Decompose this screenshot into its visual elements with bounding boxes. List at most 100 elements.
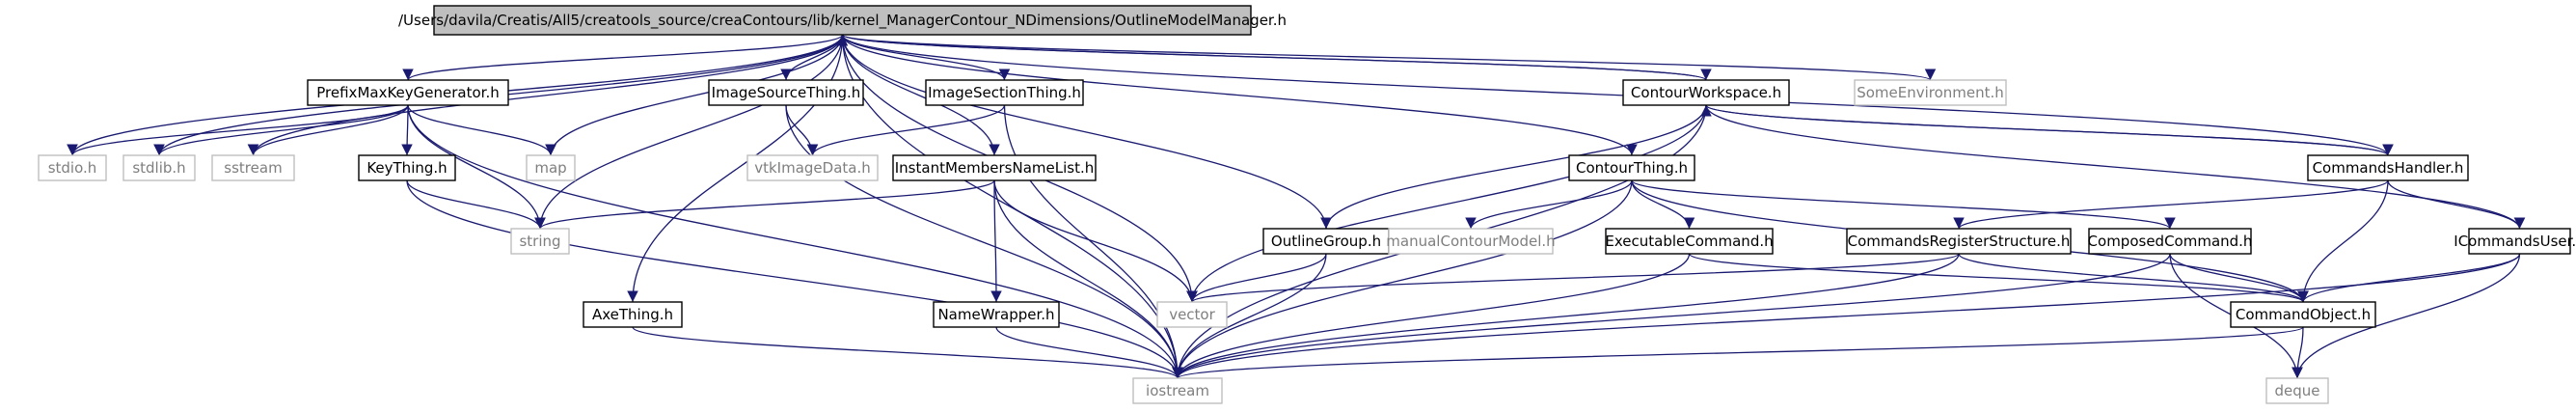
node-box bbox=[1262, 228, 1390, 255]
node-icommandsuser-h[interactable]: ICommandsUser.h bbox=[2454, 228, 2576, 255]
node-label: ContourWorkspace.h bbox=[1631, 84, 1781, 101]
node-imagesourcething-h[interactable]: ImageSourceThing.h bbox=[708, 79, 864, 106]
edge-contourthing-to-executable bbox=[1631, 179, 1695, 230]
node-label: SomeEnvironment.h bbox=[1857, 84, 2004, 101]
edge-commandsregister-to-commandobject bbox=[1958, 253, 2309, 303]
edge-keything-to-string bbox=[406, 179, 546, 230]
node-contourthing-h[interactable]: ContourThing.h bbox=[1568, 154, 1695, 181]
node-commandobject-h[interactable]: CommandObject.h bbox=[2230, 301, 2376, 328]
node-label: stdlib.h bbox=[132, 159, 185, 177]
node-box bbox=[526, 154, 576, 181]
node-box bbox=[1156, 301, 1228, 328]
node-box bbox=[2468, 228, 2571, 255]
node-vector: vector bbox=[1156, 301, 1228, 328]
node-iostream: iostream bbox=[1132, 377, 1223, 404]
node-label: deque bbox=[2274, 382, 2319, 399]
node-box bbox=[510, 228, 570, 255]
edge-axething-to-iostream bbox=[632, 326, 1183, 379]
edge-commandobject-to-deque bbox=[2291, 326, 2304, 379]
edge-imagesource-to-iostream bbox=[785, 104, 1183, 379]
node-outlinegroup-h[interactable]: OutlineGroup.h bbox=[1262, 228, 1390, 255]
node-prefixmaxkeygenerator-h[interactable]: PrefixMaxKeyGenerator.h bbox=[307, 79, 509, 106]
edge-main-to-contourthing bbox=[841, 34, 1638, 156]
node-label: ComposedCommand.h bbox=[2088, 233, 2253, 250]
node-label: map bbox=[534, 159, 566, 177]
dependency-edges bbox=[67, 34, 2526, 379]
edge-instantmembers-to-vector bbox=[993, 179, 1198, 303]
edge-prefix-to-stdlib bbox=[153, 104, 409, 156]
edge-instantmembers-to-string bbox=[534, 179, 995, 230]
node-string: string bbox=[510, 228, 570, 255]
edge-imagesource-to-vtkimagedata bbox=[785, 104, 819, 156]
node-label: vtkImageData.h bbox=[754, 159, 871, 177]
edge-main-to-string bbox=[534, 34, 844, 230]
node-instantmembersnamelist-h[interactable]: InstantMembersNameList.h bbox=[892, 154, 1097, 181]
edge-instantmembers-to-namewrapper bbox=[990, 179, 1002, 303]
node-label: KeyThing.h bbox=[366, 159, 447, 177]
edge-contourthing-to-iostream bbox=[1172, 179, 1633, 379]
node-box bbox=[925, 79, 1084, 106]
node-label: stdio.h bbox=[48, 159, 97, 177]
edge-contourthing-to-composed bbox=[1631, 179, 2176, 230]
edge-prefix-to-keything bbox=[401, 104, 413, 156]
edge-commandshandler-to-commandobject bbox=[2297, 179, 2389, 303]
node-someenvironment-h: SomeEnvironment.h bbox=[1854, 79, 2007, 106]
edge-commandsregister-to-vector bbox=[1186, 253, 1960, 303]
node-vtkimagedata-h: vtkImageData.h bbox=[746, 154, 879, 181]
edge-prefix-to-iostream bbox=[407, 104, 1183, 379]
node-label: CommandsRegisterStructure.h bbox=[1848, 233, 2071, 250]
node-label: AxeThing.h bbox=[592, 306, 673, 323]
node-box bbox=[307, 79, 509, 106]
node-box bbox=[892, 154, 1097, 181]
node-label: ContourThing.h bbox=[1576, 159, 1688, 177]
node-box bbox=[933, 301, 1060, 328]
edge-main-to-prefix bbox=[402, 34, 844, 81]
edge-main-to-map bbox=[545, 34, 844, 156]
node-box bbox=[433, 5, 1252, 36]
node-label: string bbox=[519, 233, 560, 250]
node-imagesectionthing-h[interactable]: ImageSectionThing.h bbox=[925, 79, 1084, 106]
edge-prefix-to-map bbox=[407, 104, 556, 156]
node-label: CommandsHandler.h bbox=[2313, 159, 2464, 177]
node-box bbox=[38, 154, 107, 181]
node-label: PrefixMaxKeyGenerator.h bbox=[316, 84, 499, 101]
edge-outlinegroup-to-vector bbox=[1186, 253, 1327, 303]
edge-commandsregister-to-iostream bbox=[1172, 253, 1960, 379]
edge-main-to-sstream bbox=[247, 34, 844, 156]
node-box bbox=[1132, 377, 1223, 404]
edge-contourws-to-outlinegroup bbox=[1320, 104, 1707, 230]
node-axething-h[interactable]: AxeThing.h bbox=[583, 301, 683, 328]
node-users-davila-creatis-all5-creatools-source-creacontours-lib-kernel-managercontour-ndimensions-outlinemodelmanager-h[interactable]: /Users/davila/Creatis/All5/creatools_sou… bbox=[398, 5, 1287, 36]
node-contourworkspace-h[interactable]: ContourWorkspace.h bbox=[1622, 79, 1790, 106]
node-executablecommand-h[interactable]: ExecutableCommand.h bbox=[1605, 228, 1774, 255]
edge-namewrapper-to-iostream bbox=[995, 326, 1183, 379]
edge-composed-to-commandobject bbox=[2169, 253, 2309, 303]
edge-imagesection-to-iostream bbox=[1003, 104, 1183, 379]
node-box bbox=[708, 79, 864, 106]
node-keything-h[interactable]: KeyThing.h bbox=[358, 154, 456, 181]
edge-keything-to-iostream bbox=[406, 179, 1183, 379]
node-box bbox=[1568, 154, 1695, 181]
edge-contourws-to-icommandsuser bbox=[1705, 104, 2526, 230]
node-label: /Users/davila/Creatis/All5/creatools_sou… bbox=[398, 12, 1287, 30]
node-map: map bbox=[526, 154, 576, 181]
node-label: iostream bbox=[1146, 382, 1209, 399]
edge-outlinegroup-to-iostream bbox=[1172, 253, 1327, 379]
node-namewrapper-h[interactable]: NameWrapper.h bbox=[933, 301, 1060, 328]
node-composedcommand-h[interactable]: ComposedCommand.h bbox=[2088, 228, 2253, 255]
edge-prefix-to-sstream bbox=[247, 104, 409, 156]
edge-executable-to-commandobject bbox=[1688, 253, 2309, 303]
node-box bbox=[2265, 377, 2329, 404]
node-box bbox=[1846, 228, 2072, 255]
node-commandsregisterstructure-h[interactable]: CommandsRegisterStructure.h bbox=[1846, 228, 2072, 255]
node-sstream: sstream bbox=[211, 154, 295, 181]
node-label: NameWrapper.h bbox=[937, 306, 1054, 323]
node-manualcontourmodel-h: manualContourModel.h bbox=[1386, 228, 1556, 255]
node-box bbox=[358, 154, 456, 181]
edge-prefix-to-stdio bbox=[67, 104, 409, 156]
node-label: manualContourModel.h bbox=[1386, 233, 1555, 250]
node-commandshandler-h[interactable]: CommandsHandler.h bbox=[2307, 154, 2469, 181]
file-nodes: /Users/davila/Creatis/All5/creatools_sou… bbox=[38, 5, 2576, 404]
node-label: sstream bbox=[224, 159, 282, 177]
